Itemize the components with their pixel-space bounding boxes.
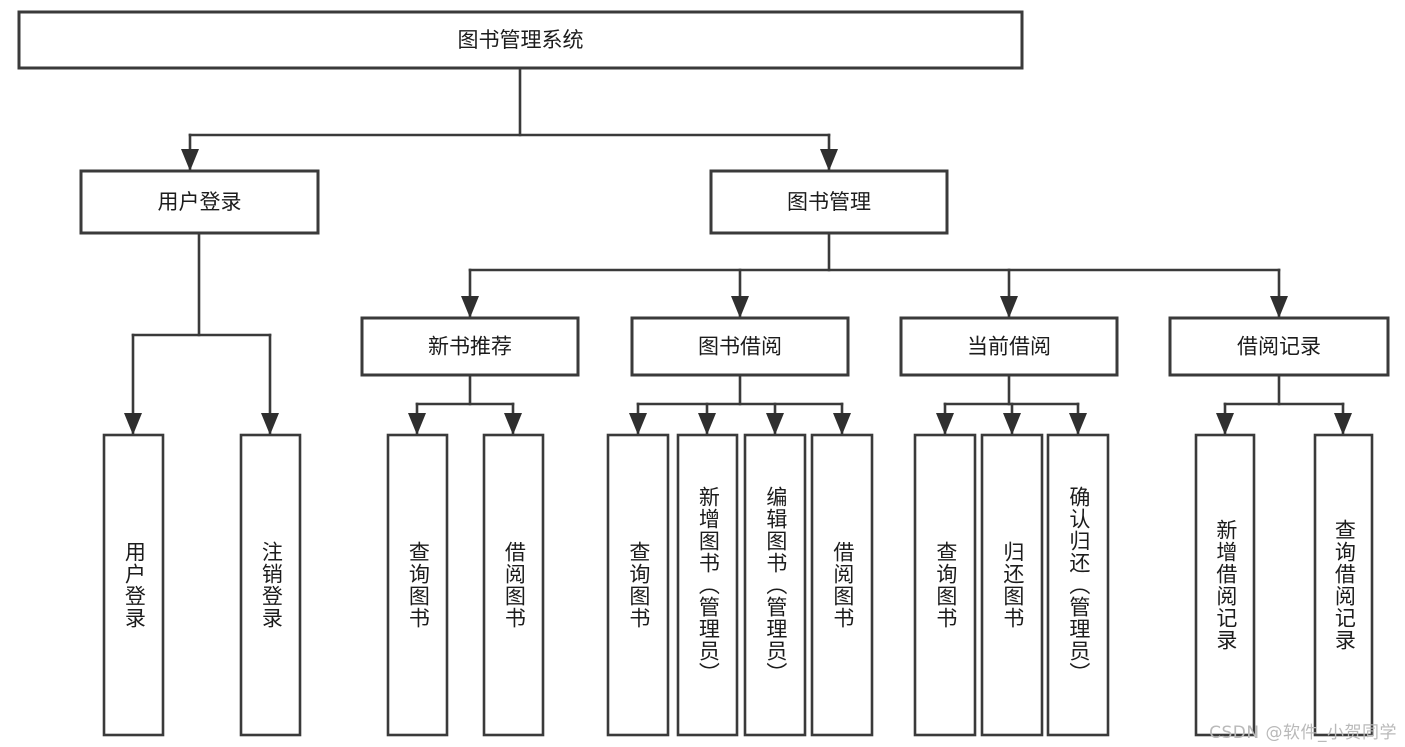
node-box[interactable] [899,316,1119,377]
node-box[interactable] [239,433,302,737]
node-box[interactable] [676,433,739,737]
arrow-head-icon [833,413,851,435]
node-level2-1[interactable] [630,316,850,377]
arrow-head-icon [181,149,199,171]
node-label: 当前借阅 [967,335,1051,359]
node-box[interactable] [482,433,545,737]
node-box[interactable] [1168,316,1390,377]
arrow-head-icon [261,413,279,435]
node-box[interactable] [386,433,449,737]
node-leaf-4[interactable] [606,433,670,737]
node-box[interactable] [1313,433,1374,737]
node-leaf-5[interactable] [676,433,739,737]
node-box[interactable] [102,433,165,737]
node-leaf-2[interactable] [386,433,449,737]
node-box[interactable] [709,169,949,235]
node-box[interactable] [810,433,874,737]
node-label: 新书推荐 [428,335,512,359]
node-box[interactable] [360,316,580,377]
connector-layer [124,66,1352,435]
arrow-head-icon [1069,413,1087,435]
node-leaf-9[interactable] [980,433,1044,737]
node-leaf-8[interactable] [913,433,977,737]
node-leaf-1[interactable] [239,433,302,737]
arrow-head-icon [1216,413,1234,435]
node-level2-3[interactable] [1168,316,1390,377]
node-box[interactable] [743,433,807,737]
node-level1-0[interactable] [79,169,320,235]
node-leaf-11[interactable] [1194,433,1256,737]
node-leaf-7[interactable] [810,433,874,737]
arrow-head-icon [1000,296,1018,318]
arrow-head-icon [1270,296,1288,318]
node-box[interactable] [1194,433,1256,737]
arrow-head-icon [461,296,479,318]
watermark: CSDN @软件_小贺同学 [1209,723,1397,743]
arrow-head-icon [731,296,749,318]
node-box[interactable] [1046,433,1110,737]
arrow-head-icon [820,149,838,171]
node-label: 图书借阅 [698,335,782,359]
node-box[interactable] [17,10,1024,70]
node-label: 用户登录 [158,190,242,214]
node-box[interactable] [980,433,1044,737]
arrow-head-icon [504,413,522,435]
node-box[interactable] [913,433,977,737]
node-label: 借阅记录 [1237,335,1321,359]
node-layer [17,10,1390,737]
arrow-head-icon [1334,413,1352,435]
arrow-head-icon [936,413,954,435]
node-leaf-6[interactable] [743,433,807,737]
node-box[interactable] [79,169,320,235]
arrow-head-icon [124,413,142,435]
arrow-head-icon [698,413,716,435]
node-level2-2[interactable] [899,316,1119,377]
node-box[interactable] [630,316,850,377]
arrow-head-icon [408,413,426,435]
node-level2-0[interactable] [360,316,580,377]
node-leaf-3[interactable] [482,433,545,737]
node-leaf-0[interactable] [102,433,165,737]
arrow-head-icon [766,413,784,435]
arrow-head-icon [629,413,647,435]
arrow-head-icon [1003,413,1021,435]
node-leaf-10[interactable] [1046,433,1110,737]
node-label: 图书管理 [787,190,871,214]
node-root-0[interactable] [17,10,1024,70]
node-level1-1[interactable] [709,169,949,235]
node-leaf-12[interactable] [1313,433,1374,737]
node-label: 图书管理系统 [458,28,584,52]
node-box[interactable] [606,433,670,737]
